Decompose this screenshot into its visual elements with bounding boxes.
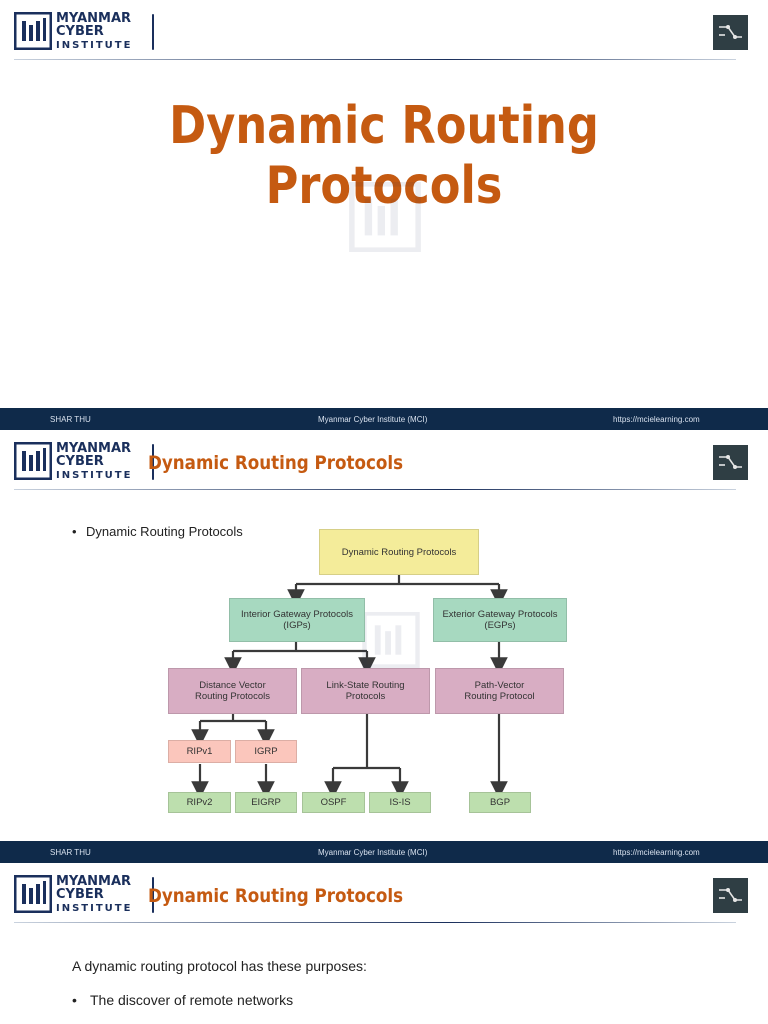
node-label: Link-State Routing bbox=[326, 680, 405, 691]
mci-logo-mark-icon bbox=[14, 442, 52, 480]
slide-footer: SHAR THU Myanmar Cyber Institute (MCI) h… bbox=[0, 408, 768, 430]
node-igp: Interior Gateway Protocols (IGPs) bbox=[229, 598, 365, 642]
mci-logo: MYANMAR CYBER INSTITUTE bbox=[14, 442, 154, 482]
node-label: Protocols bbox=[345, 691, 386, 702]
mci-logo-text: MYANMAR CYBER INSTITUTE bbox=[56, 875, 132, 915]
logo-line-3: INSTITUTE bbox=[56, 40, 133, 51]
node-ospf: OSPF bbox=[302, 792, 365, 813]
node-eigrp: EIGRP bbox=[235, 792, 297, 813]
node-label: Routing Protocol bbox=[464, 691, 535, 702]
node-dynamic-routing-protocols: Dynamic Routing Protocols bbox=[319, 529, 479, 575]
node-label: Path-Vector bbox=[474, 680, 525, 691]
node-label: RIPv1 bbox=[186, 746, 213, 757]
mci-logo-mark-icon bbox=[14, 12, 52, 50]
watermark-logo-icon bbox=[349, 182, 421, 252]
logo-line-1: MYANMAR bbox=[56, 11, 132, 26]
node-label: BGP bbox=[489, 797, 511, 808]
slide-header-title: Dynamic Routing Protocols bbox=[148, 452, 404, 474]
footer-author: SHAR THU bbox=[50, 415, 91, 424]
footer-author: SHAR THU bbox=[50, 848, 91, 857]
node-path-vector: Path-Vector Routing Protocol bbox=[435, 668, 564, 714]
logo-separator bbox=[152, 444, 154, 480]
node-label: Routing Protocols bbox=[195, 691, 270, 702]
header-rule bbox=[14, 489, 736, 490]
diagram-connectors bbox=[191, 574, 508, 799]
bullet-item: • Dynamic Routing Protocols bbox=[72, 524, 243, 539]
slide-diagram: MYANMAR CYBER INSTITUTE Dynamic Routing … bbox=[0, 430, 768, 841]
bullet-text: The discover of remote networks bbox=[90, 992, 294, 1008]
footer-org: Myanmar Cyber Institute (MCI) bbox=[318, 415, 428, 424]
logo-separator bbox=[152, 877, 154, 913]
footer-link[interactable]: https://mcielearning.com bbox=[613, 415, 700, 424]
node-label: RIPv2 bbox=[186, 797, 213, 808]
bullet-item: • The discover of remote networks bbox=[72, 992, 293, 1008]
logo-line-1: MYANMAR bbox=[56, 441, 132, 456]
circuit-icon bbox=[713, 878, 748, 913]
slide-title: MYANMAR CYBER INSTITUTE Dynamic Routing … bbox=[0, 0, 768, 408]
node-igrp: IGRP bbox=[235, 740, 297, 763]
node-ripv2: RIPv2 bbox=[168, 792, 231, 813]
header-rule bbox=[14, 59, 736, 60]
watermark-logo-icon bbox=[362, 612, 420, 668]
mci-logo: MYANMAR CYBER INSTITUTE bbox=[14, 12, 154, 52]
node-distance-vector: Distance Vector Routing Protocols bbox=[168, 668, 297, 714]
logo-line-2: CYBER bbox=[56, 454, 104, 469]
mci-logo-mark-icon bbox=[14, 875, 52, 913]
logo-line-3: INSTITUTE bbox=[56, 470, 133, 481]
footer-link[interactable]: https://mcielearning.com bbox=[613, 848, 700, 857]
node-bgp: BGP bbox=[469, 792, 531, 813]
circuit-icon bbox=[713, 445, 748, 480]
node-egp: Exterior Gateway Protocols (EGPs) bbox=[433, 598, 567, 642]
bullet-dot: • bbox=[72, 524, 77, 539]
node-label: Exterior Gateway Protocols bbox=[442, 609, 558, 620]
mci-logo-text: MYANMAR CYBER INSTITUTE bbox=[56, 442, 132, 482]
node-label: OSPF bbox=[320, 797, 347, 808]
header-rule bbox=[14, 922, 736, 923]
mci-logo-text: MYANMAR CYBER INSTITUTE bbox=[56, 12, 132, 52]
logo-separator bbox=[152, 14, 154, 50]
bullet-text: Dynamic Routing Protocols bbox=[86, 524, 243, 539]
slide-purposes: MYANMAR CYBER INSTITUTE Dynamic Routing … bbox=[0, 863, 768, 1024]
footer-org: Myanmar Cyber Institute (MCI) bbox=[318, 848, 428, 857]
intro-text: A dynamic routing protocol has these pur… bbox=[72, 958, 367, 974]
node-label: EIGRP bbox=[251, 797, 281, 808]
bullet-dot: • bbox=[72, 992, 77, 1008]
node-label: Interior Gateway Protocols bbox=[241, 609, 353, 620]
node-isis: IS-IS bbox=[369, 792, 431, 813]
logo-line-1: MYANMAR bbox=[56, 874, 132, 889]
slide-header-title: Dynamic Routing Protocols bbox=[148, 885, 404, 907]
node-label: Distance Vector bbox=[199, 680, 266, 691]
node-ripv1: RIPv1 bbox=[168, 740, 231, 763]
slide-main-title: Dynamic Routing Protocols bbox=[169, 96, 599, 216]
circuit-icon bbox=[713, 15, 748, 50]
slide-footer: SHAR THU Myanmar Cyber Institute (MCI) h… bbox=[0, 841, 768, 863]
node-label: Dynamic Routing Protocols bbox=[341, 546, 457, 558]
node-label: IS-IS bbox=[389, 797, 411, 808]
mci-logo: MYANMAR CYBER INSTITUTE bbox=[14, 875, 154, 915]
node-link-state: Link-State Routing Protocols bbox=[301, 668, 430, 714]
node-label: (IGPs) bbox=[283, 620, 311, 631]
node-label: (EGPs) bbox=[484, 620, 516, 631]
logo-line-2: CYBER bbox=[56, 24, 104, 39]
node-label: IGRP bbox=[254, 746, 278, 757]
logo-line-3: INSTITUTE bbox=[56, 903, 133, 914]
logo-line-2: CYBER bbox=[56, 887, 104, 902]
